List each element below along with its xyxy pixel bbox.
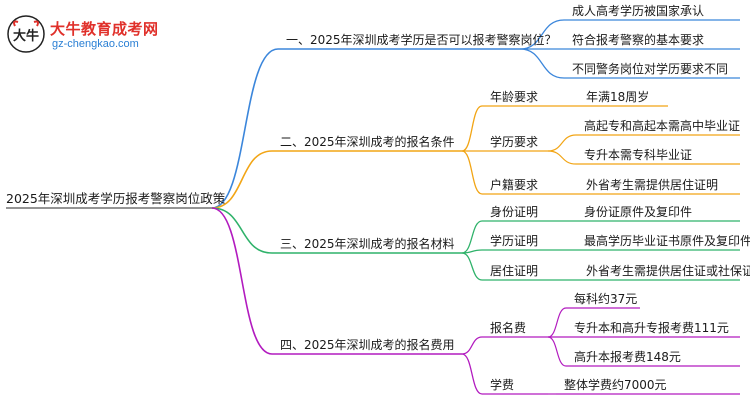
child-connector bbox=[461, 220, 483, 254]
site-logo[interactable]: 大牛 大牛教育成考网 gz-chengkao.com bbox=[6, 14, 176, 56]
leaf-node-label[interactable]: 高起专和高起本需高中毕业证 bbox=[584, 119, 741, 133]
leaf-node-label[interactable]: 每科约37元 bbox=[574, 292, 638, 306]
child-node-label[interactable]: 居住证明 bbox=[490, 264, 539, 278]
root-node[interactable]: 2025年深圳成考学历报考警察岗位政策 bbox=[6, 191, 226, 206]
leaf-node-label[interactable]: 专升本需专科毕业证 bbox=[584, 148, 693, 162]
leaf-node-label[interactable]: 外省考生需提供居住证或社保证明 bbox=[586, 264, 750, 278]
child-connector bbox=[461, 252, 483, 281]
child-node-label[interactable]: 成人高考学历被国家承认 bbox=[572, 4, 705, 18]
child-connector bbox=[519, 48, 565, 79]
child-node-label[interactable]: 学历证明 bbox=[490, 234, 539, 248]
child-connector bbox=[461, 353, 483, 395]
child-connector bbox=[519, 19, 565, 50]
branch-3-label[interactable]: 三、2025年深圳成考的报名材料 bbox=[280, 237, 455, 251]
leaf-node-label[interactable]: 外省考生需提供居住证明 bbox=[586, 178, 719, 192]
child-node-label[interactable]: 年龄要求 bbox=[490, 90, 539, 104]
leaf-node-label[interactable]: 年满18周岁 bbox=[586, 90, 650, 104]
leaf-node-label[interactable]: 专升本和高升专报考费111元 bbox=[574, 321, 729, 335]
child-node-label[interactable]: 学费 bbox=[490, 378, 515, 392]
child-node-label[interactable]: 报名费 bbox=[490, 321, 527, 335]
leaf-connector bbox=[547, 307, 567, 338]
child-node-label[interactable]: 身份证明 bbox=[490, 205, 539, 219]
child-node-label[interactable]: 户籍要求 bbox=[490, 178, 539, 192]
child-node-label[interactable]: 学历要求 bbox=[490, 135, 539, 149]
leaf-connector bbox=[547, 134, 577, 152]
logo-url: gz-chengkao.com bbox=[52, 38, 139, 50]
logo-title: 大牛教育成考网 bbox=[50, 20, 159, 38]
branch-4-label[interactable]: 四、2025年深圳成考的报名费用 bbox=[280, 338, 455, 352]
branch-connector bbox=[211, 150, 273, 209]
branch-connector bbox=[211, 48, 279, 209]
child-node-label[interactable]: 符合报考警察的基本要求 bbox=[572, 33, 705, 47]
child-connector bbox=[461, 105, 483, 152]
branch-connector bbox=[211, 207, 273, 355]
leaf-connector bbox=[547, 150, 577, 165]
branch-1-label[interactable]: 一、2025年深圳成考学历是否可以报考警察岗位？ bbox=[286, 33, 557, 47]
leaf-node-label[interactable]: 整体学费约7000元 bbox=[564, 378, 667, 392]
child-connector bbox=[461, 336, 483, 355]
svg-text:大牛: 大牛 bbox=[13, 28, 39, 44]
branch-2-label[interactable]: 二、2025年深圳成考的报名条件 bbox=[280, 135, 455, 149]
leaf-node-label[interactable]: 最高学历毕业证书原件及复印件 bbox=[584, 234, 750, 248]
branch-connector bbox=[211, 207, 273, 254]
leaf-connector bbox=[547, 336, 567, 367]
child-connector bbox=[461, 150, 483, 195]
bull-logo-icon: 大牛 bbox=[7, 15, 45, 53]
leaf-node-label[interactable]: 身份证原件及复印件 bbox=[584, 205, 693, 219]
child-node-label[interactable]: 不同警务岗位对学历要求不同 bbox=[572, 62, 729, 76]
leaf-node-label[interactable]: 高升本报考费148元 bbox=[574, 350, 681, 364]
